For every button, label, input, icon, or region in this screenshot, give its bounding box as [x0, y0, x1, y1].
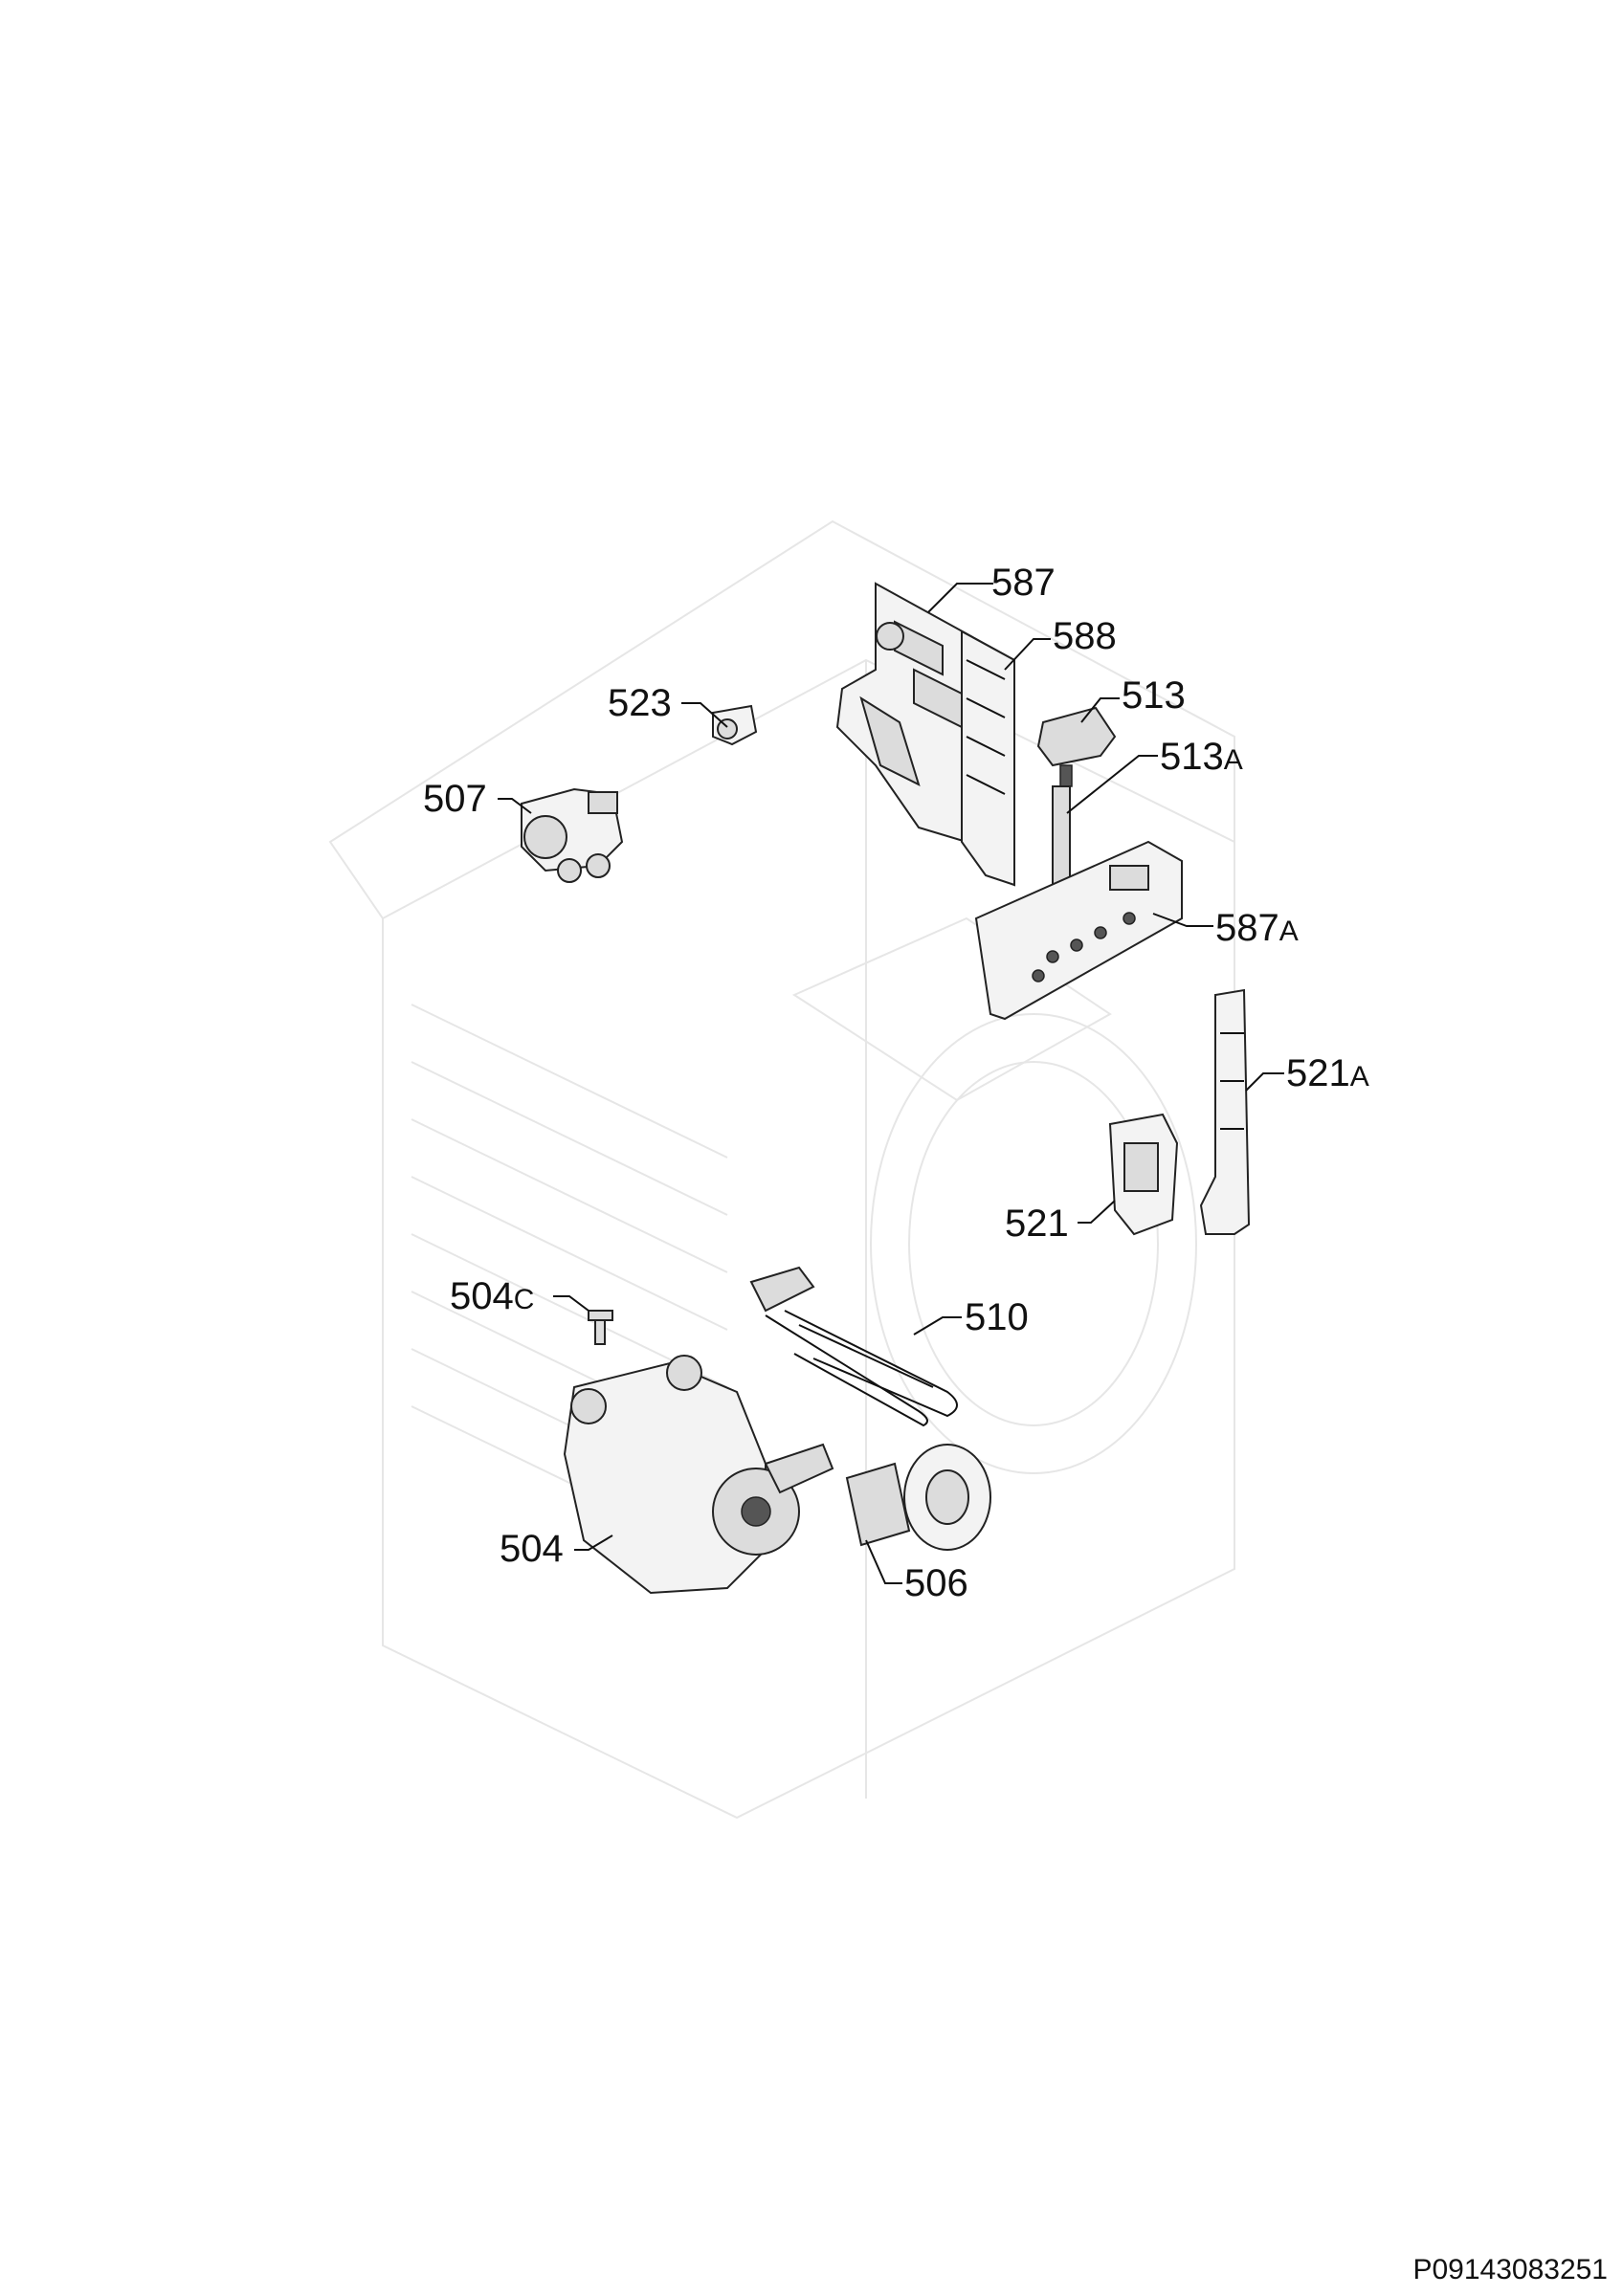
leader-587: [927, 583, 993, 613]
leader-504c: [553, 1295, 589, 1312]
callout-521a: 521A: [1286, 1052, 1369, 1094]
leader-506: [865, 1539, 902, 1584]
part-513-pressure-switch: [1036, 706, 1117, 787]
callout-521: 521: [1005, 1203, 1069, 1245]
leader-513a: [1066, 755, 1158, 814]
callout-523: 523: [608, 682, 672, 724]
callout-504c: 504C: [450, 1275, 534, 1317]
callout-510: 510: [965, 1296, 1029, 1338]
callout-588: 588: [1053, 615, 1117, 657]
callout-506: 506: [904, 1562, 968, 1604]
leader-504: [574, 1534, 613, 1551]
part-587a-display-board: [974, 840, 1183, 1021]
leader-587a: [1152, 913, 1213, 927]
callout-507: 507: [423, 778, 487, 820]
leader-510: [913, 1316, 962, 1336]
leader-588: [1004, 638, 1051, 671]
part-513a-hose: [1052, 785, 1071, 893]
part-506-drain-pump: [845, 1444, 991, 1551]
callout-513: 513: [1122, 674, 1186, 717]
part-507-inlet-valve: [521, 787, 624, 883]
leader-507: [498, 798, 532, 814]
callout-504: 504: [500, 1528, 564, 1570]
callout-513a: 513A: [1160, 736, 1243, 778]
leader-521: [1078, 1200, 1116, 1224]
leader-521a: [1245, 1072, 1284, 1092]
document-id: P09143083251: [1412, 2254, 1608, 2285]
part-504c-screw: [588, 1310, 613, 1345]
leader-lines: [498, 583, 1284, 1584]
part-521a-bracket: [1199, 988, 1251, 1235]
part-521-door-lock: [1108, 1113, 1179, 1236]
part-588-housing: [961, 629, 1015, 887]
callout-587a: 587A: [1215, 907, 1299, 949]
part-523-clip: [712, 704, 758, 746]
leader-523: [681, 702, 728, 728]
leader-513: [1080, 697, 1120, 723]
callout-587: 587: [991, 562, 1056, 604]
part-510-heating-element: [749, 1266, 958, 1427]
part-504-motor: [563, 1355, 834, 1595]
